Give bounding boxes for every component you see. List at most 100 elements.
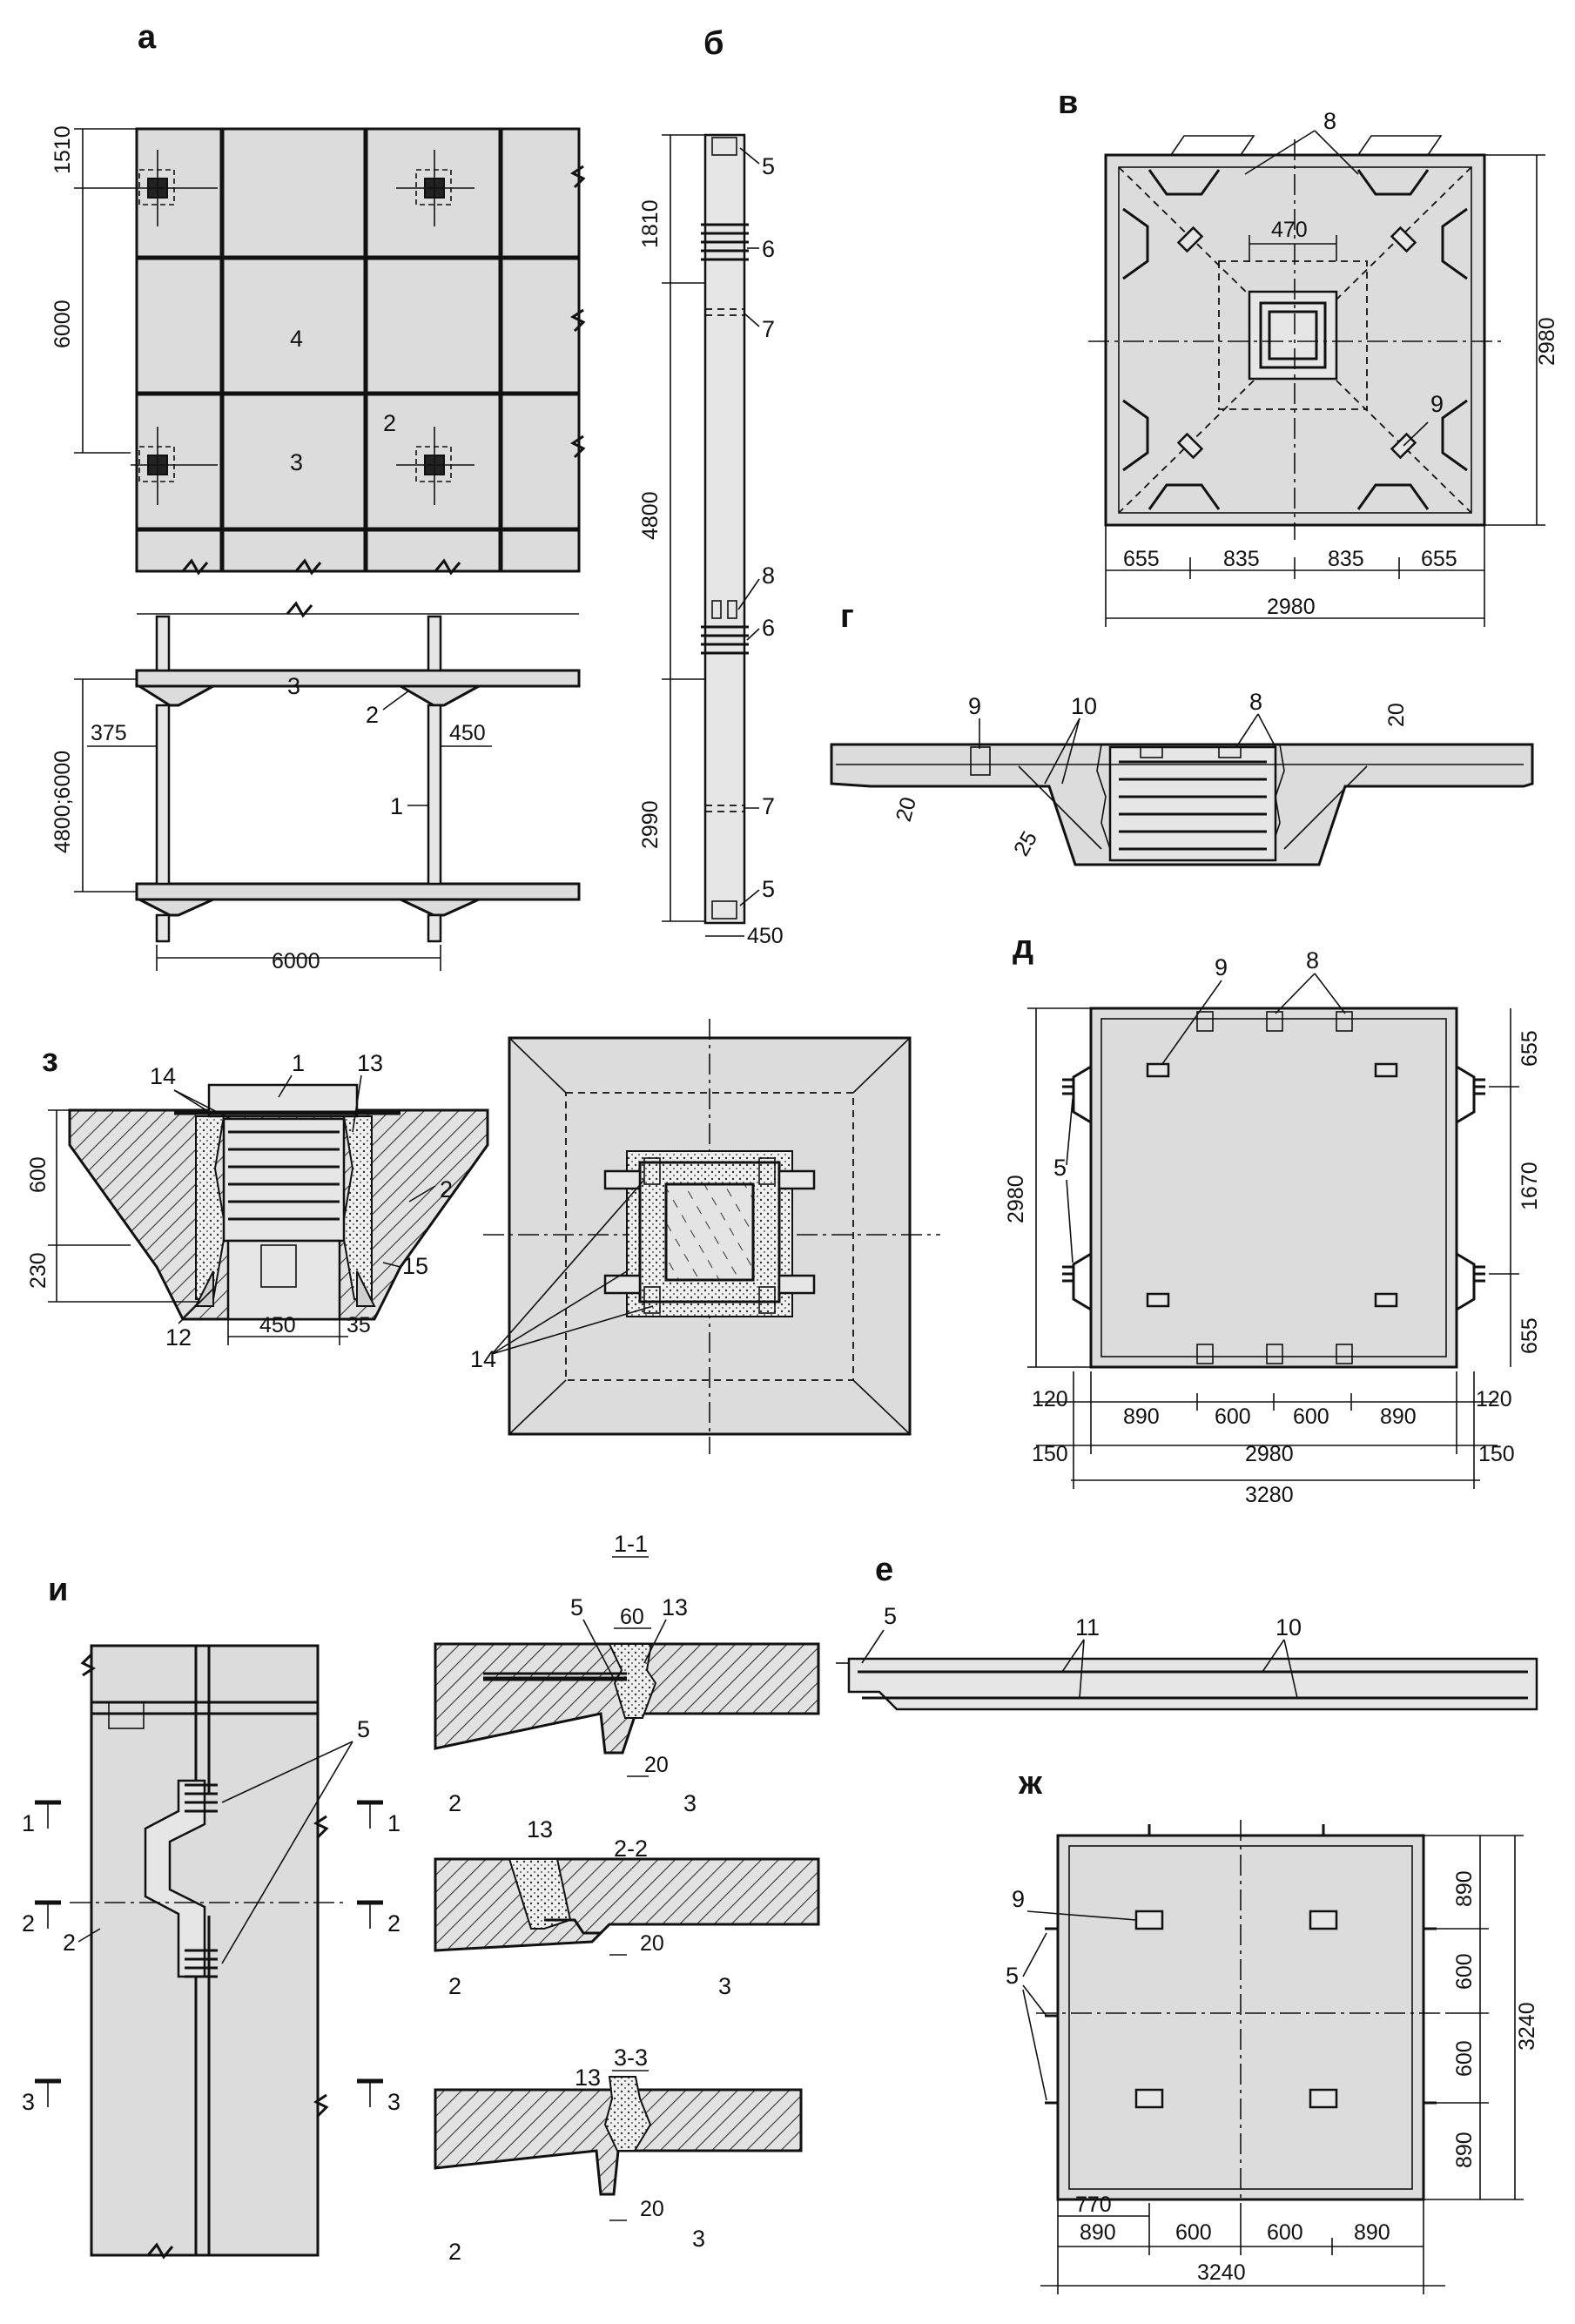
dim-zh-890b: 890 [1452, 2132, 1477, 2168]
dim-zh-600c: 600 [1175, 2220, 1212, 2245]
dim-z-35: 35 [347, 1313, 371, 1337]
callout-b-5b: 5 [762, 876, 775, 902]
callout-g-8: 8 [1249, 689, 1262, 715]
panel-zh: ж 9 5 890 600 600 890 3240 [1006, 1765, 1539, 2294]
dim-zh-890d: 890 [1354, 2220, 1390, 2245]
callout-a-2b: 2 [366, 702, 379, 728]
callout-11-2: 2 [448, 1790, 461, 1816]
tie-bars [1062, 1078, 1485, 1283]
panel-d: д 9 [1004, 929, 1542, 1507]
callout-d-8: 8 [1306, 947, 1319, 973]
callout-11-5: 5 [570, 1594, 583, 1620]
panel-label-z: з [42, 1042, 58, 1079]
callout-a-1: 1 [390, 793, 403, 819]
callout-b-5a: 5 [762, 153, 775, 179]
panel-a-elevation: 4800;6000 375 450 6000 3 2 1 [50, 601, 581, 973]
dim-a-450: 450 [449, 721, 486, 745]
cut-3-left: 3 [22, 2089, 35, 2115]
joint-plan: 14 [470, 1019, 940, 1454]
dim-zh-3240-side: 3240 [1515, 2002, 1539, 2051]
dim-zh-890c: 890 [1080, 2220, 1116, 2245]
panel-label-zh: ж [1018, 1765, 1043, 1802]
dim-d-1670: 1670 [1518, 1162, 1542, 1210]
callout-z-15: 15 [402, 1253, 428, 1279]
panel-label-d: д [1013, 929, 1033, 966]
dim-d-120b: 120 [1476, 1387, 1512, 1411]
panel-label-a: а [138, 19, 157, 56]
panel-label-b: б [703, 25, 724, 62]
callout-e-5: 5 [884, 1603, 897, 1629]
callout-z-2: 2 [440, 1176, 453, 1202]
panel-v: в 8 9 47 [1058, 84, 1559, 627]
dim-zh-600b: 600 [1452, 2040, 1477, 2077]
slab-section-e [847, 1657, 1538, 1711]
dim-v-470: 470 [1271, 218, 1308, 242]
dim-v-835a: 835 [1223, 547, 1260, 571]
cut-1-right: 1 [387, 1810, 400, 1836]
panel-i: и 1 2 [22, 1531, 820, 2265]
dim-b-4800: 4800 [638, 491, 663, 540]
dim-a-height: 4800;6000 [50, 751, 75, 853]
callout-a-3b: 3 [287, 673, 300, 699]
dim-33-20: 20 [640, 2197, 664, 2221]
lower-slab [135, 882, 581, 901]
dim-11-20: 20 [644, 1753, 669, 1777]
cut-2-left: 2 [22, 1910, 35, 1937]
callout-b-7b: 7 [762, 793, 775, 819]
column [427, 704, 442, 886]
callout-b-7a: 7 [762, 316, 775, 342]
dim-v-655a: 655 [1123, 547, 1160, 571]
capital-core [1108, 745, 1277, 862]
callout-b-6a: 6 [762, 236, 775, 262]
dim-g-25: 25 [1009, 827, 1042, 860]
dim-zh-600d: 600 [1267, 2220, 1303, 2245]
section-1-1: 1-1 60 5 13 20 2 3 [434, 1531, 820, 1816]
dim-zh-770: 770 [1075, 2193, 1112, 2217]
dim-d-150b: 150 [1478, 1442, 1515, 1466]
dim-v-side: 2980 [1535, 317, 1559, 366]
callout-d-9: 9 [1215, 954, 1228, 980]
callout-i-2: 2 [63, 1930, 76, 1956]
callout-z-1: 1 [292, 1050, 305, 1076]
panel-label-e: е [875, 1552, 893, 1588]
panel-label-v: в [1058, 84, 1078, 121]
dim-d-600b: 600 [1293, 1405, 1329, 1429]
dim-d-655b: 655 [1518, 1317, 1542, 1354]
section-2-2-body [434, 1857, 820, 1952]
dim-v-total: 2980 [1267, 595, 1316, 619]
tie-loops [185, 1783, 218, 1978]
dim-b-1810: 1810 [638, 199, 663, 248]
callout-b-6b: 6 [762, 615, 775, 641]
dim-d-150a: 150 [1032, 1442, 1068, 1466]
callout-v-9: 9 [1430, 391, 1444, 417]
cut-2-right: 2 [387, 1910, 400, 1937]
panel-a-plan: 1510 6000 4 2 3 [50, 125, 586, 576]
callout-11-13: 13 [662, 1594, 688, 1620]
column-body [703, 133, 746, 925]
dim-d-side: 2980 [1004, 1175, 1028, 1223]
callout-b-8: 8 [762, 562, 775, 589]
panel-b: б 1810 4800 2990 [638, 25, 784, 948]
dim-b-450: 450 [747, 924, 784, 948]
callout-z-14: 14 [150, 1063, 176, 1089]
slab-plan-d [1089, 1007, 1458, 1369]
section-title-1-1: 1-1 [614, 1531, 648, 1557]
callout-e-10: 10 [1275, 1614, 1302, 1640]
column-joints [701, 137, 749, 919]
dim-a-span: 6000 [272, 949, 320, 973]
callout-11-3: 3 [683, 1790, 697, 1816]
dim-g-20b: 20 [892, 794, 921, 824]
panel-g: г 9 10 8 20 20 25 [830, 598, 1534, 866]
callout-g-10: 10 [1071, 693, 1097, 719]
dim-v-655b: 655 [1421, 547, 1457, 571]
dim-b-2990: 2990 [638, 800, 663, 849]
callout-a-4: 4 [290, 326, 303, 352]
dim-z-450: 450 [259, 1313, 296, 1337]
callout-zh-9: 9 [1012, 1886, 1025, 1912]
dim-a-1510: 1510 [50, 125, 75, 174]
callout-22-2: 2 [448, 1973, 461, 1999]
plan-slab-field [135, 127, 581, 573]
panel-e: е 5 11 10 [836, 1552, 1538, 1711]
callout-22-3: 3 [718, 1973, 731, 1999]
dim-v-835b: 835 [1328, 547, 1364, 571]
